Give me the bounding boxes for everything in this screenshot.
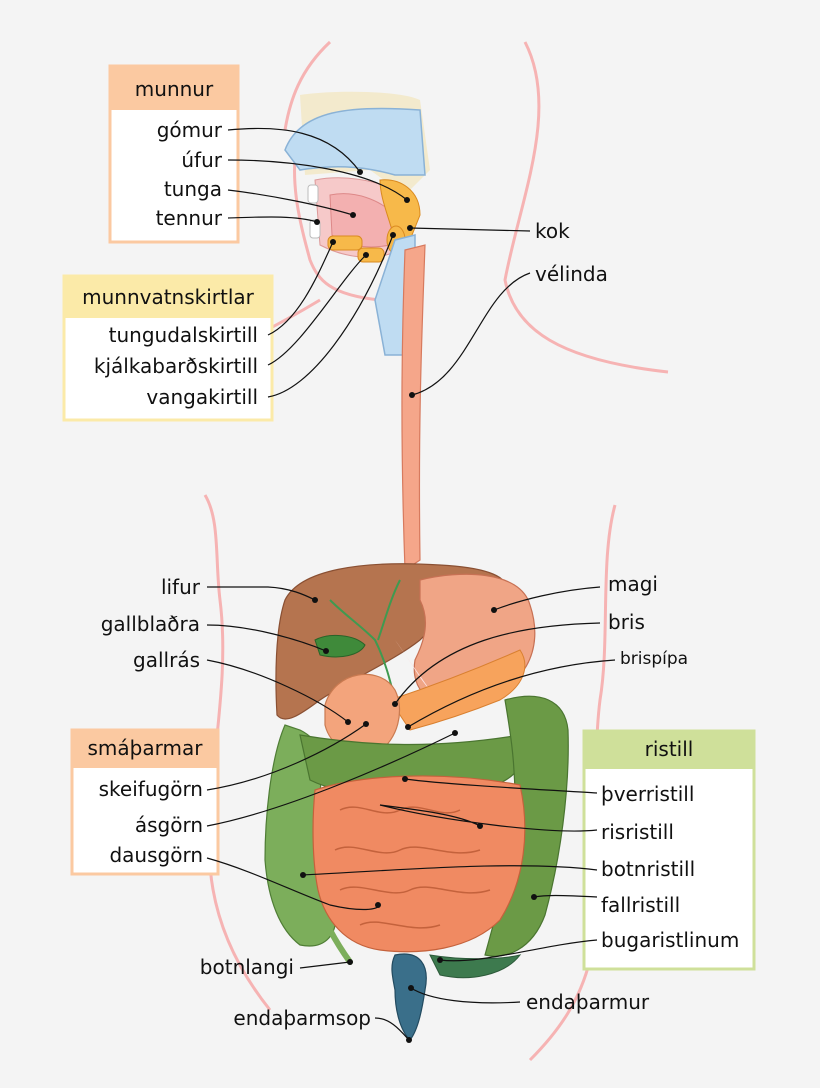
label-cecum: botnristill [601, 857, 695, 881]
box-mouth: munnur [108, 64, 240, 244]
label-uvula: úfur [181, 148, 222, 172]
palate-shape [284, 107, 426, 176]
label-appendix: botnlangi [200, 955, 294, 979]
esophagus-shape [401, 244, 426, 572]
box-salivary: munnvatnskirtlar [62, 274, 274, 422]
colon-group-title: ristill [645, 737, 694, 761]
leader-dots [300, 169, 537, 1043]
leader-lines [206, 127, 616, 1041]
label-duodenum: skeifugörn [99, 777, 203, 801]
label-transverse-colon: þverristill [601, 782, 694, 806]
submandibular-gland-shape [357, 247, 385, 263]
mouth-group-title: munnur [135, 77, 214, 101]
label-sigmoid-colon: bugaristlinum [601, 928, 739, 952]
box-small-intestine: smáþarmar [70, 728, 220, 876]
label-teeth: tennur [156, 206, 223, 230]
label-pancreas: bris [608, 610, 645, 634]
label-bile-duct: gallrás [133, 648, 200, 672]
label-stomach: magi [608, 572, 658, 596]
pharynx-shape [379, 179, 421, 241]
label-gallbladder: gallblaðra [101, 612, 200, 636]
label-anus: endaþarmsop [233, 1006, 371, 1030]
small-intestine-shape [312, 775, 526, 953]
label-jejunum: ásgörn [135, 813, 203, 837]
label-sublingual-gland: tungudalskirtill [109, 323, 258, 347]
sigmoid-colon-shape [429, 954, 522, 979]
label-parotid-gland: vangakirtill [146, 385, 258, 409]
sublingual-gland-shape [327, 235, 363, 251]
box-colon: ristill [582, 729, 756, 971]
label-ascending-colon: risristill [601, 820, 674, 844]
label-pancreatic-duct: brispípa [620, 649, 688, 669]
small-intestine-group-title: smáþarmar [88, 736, 204, 760]
salivary-group-title: munnvatnskirtlar [82, 285, 255, 309]
label-palate: gómur [157, 118, 223, 142]
label-liver: lifur [161, 575, 201, 599]
label-pharynx: kok [535, 219, 570, 243]
label-ileum: dausgörn [109, 843, 203, 867]
label-tongue: tunga [164, 177, 222, 201]
label-submandibular-gland: kjálkabarðskirtill [94, 354, 258, 378]
label-rectum: endaþarmur [526, 990, 650, 1014]
label-esophagus: vélinda [535, 262, 608, 286]
pancreas-shape [389, 649, 526, 731]
label-descending-colon: fallristill [601, 893, 680, 917]
